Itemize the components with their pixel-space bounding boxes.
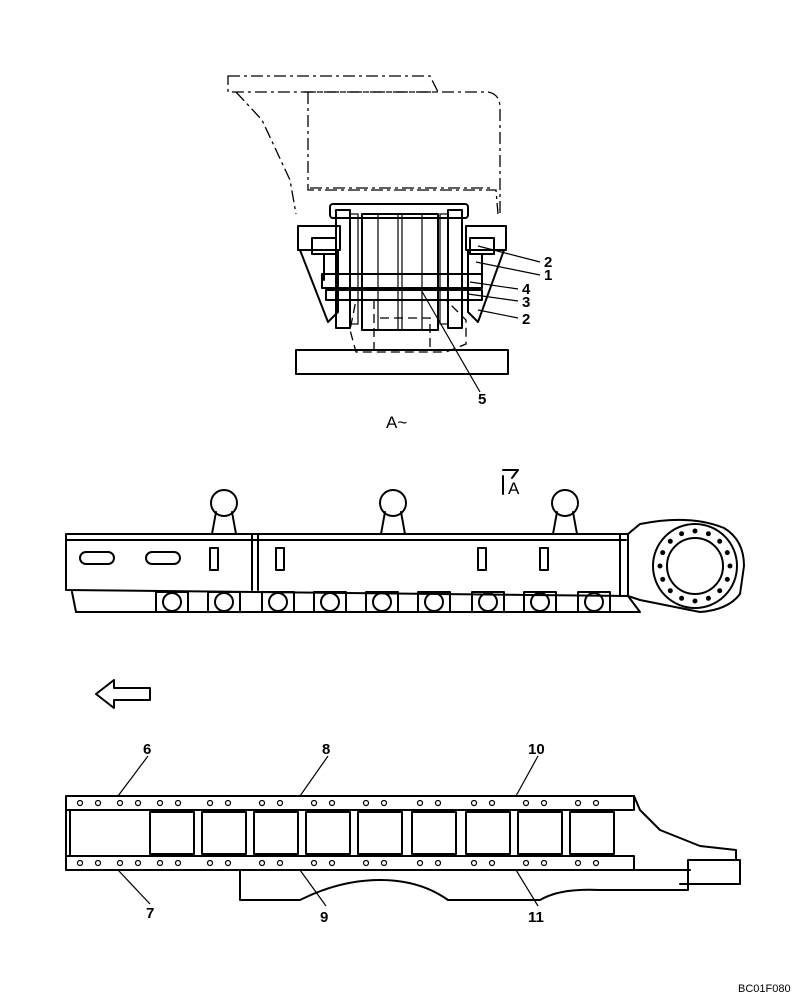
idler-bolt-hole <box>660 576 666 582</box>
idler-bolt-hole <box>724 550 730 556</box>
idler-bolt-hole <box>705 595 711 601</box>
idler-bolt-hole <box>727 563 733 569</box>
idler-bolt-hole <box>667 538 673 544</box>
bottom-plan-view <box>65 795 741 901</box>
section-marker-label: A <box>508 479 520 498</box>
section-view-label: A~ <box>386 413 407 432</box>
callout-2-lower: 2 <box>522 311 530 328</box>
callout-7: 7 <box>146 905 154 922</box>
bottom-callout-leaders <box>117 755 539 907</box>
idler-bolt-hole <box>705 531 711 537</box>
upper-chain-links <box>76 799 600 807</box>
callout-10: 10 <box>528 741 545 758</box>
callout-5: 5 <box>478 391 486 408</box>
drawing-code: BC01F080 <box>738 983 791 995</box>
idler-bolt-hole <box>660 550 666 556</box>
callout-4: 4 <box>522 281 531 298</box>
callout-1: 1 <box>544 267 552 284</box>
callout-11: 11 <box>528 909 544 926</box>
idler-bolt-hole <box>724 576 730 582</box>
callout-8: 8 <box>322 741 330 758</box>
callout-6: 6 <box>143 741 151 758</box>
side-elevation-view <box>502 469 519 495</box>
callout-9: 9 <box>320 909 328 926</box>
carrier-roller-1 <box>210 489 238 535</box>
section-view-a <box>227 75 541 393</box>
idler-bolt-hole <box>692 528 698 534</box>
carrier-roller-3 <box>551 489 579 535</box>
idler-bolt-hole <box>679 531 685 537</box>
callout-3: 3 <box>522 294 530 311</box>
lower-chain-links <box>76 859 600 867</box>
left-arrow-icon <box>95 679 151 709</box>
carrier-roller-2 <box>379 489 407 535</box>
track-rollers-side <box>155 591 611 613</box>
callout-2-upper: 2 <box>544 254 552 271</box>
idler-bolt-hole <box>657 563 663 569</box>
idler-bolt-hole <box>667 588 673 594</box>
idler-bolt-hole <box>692 598 698 604</box>
idler-bolt-hole <box>679 595 685 601</box>
idler-bolt-hole <box>717 538 723 544</box>
idler-bolt-hole <box>717 588 723 594</box>
